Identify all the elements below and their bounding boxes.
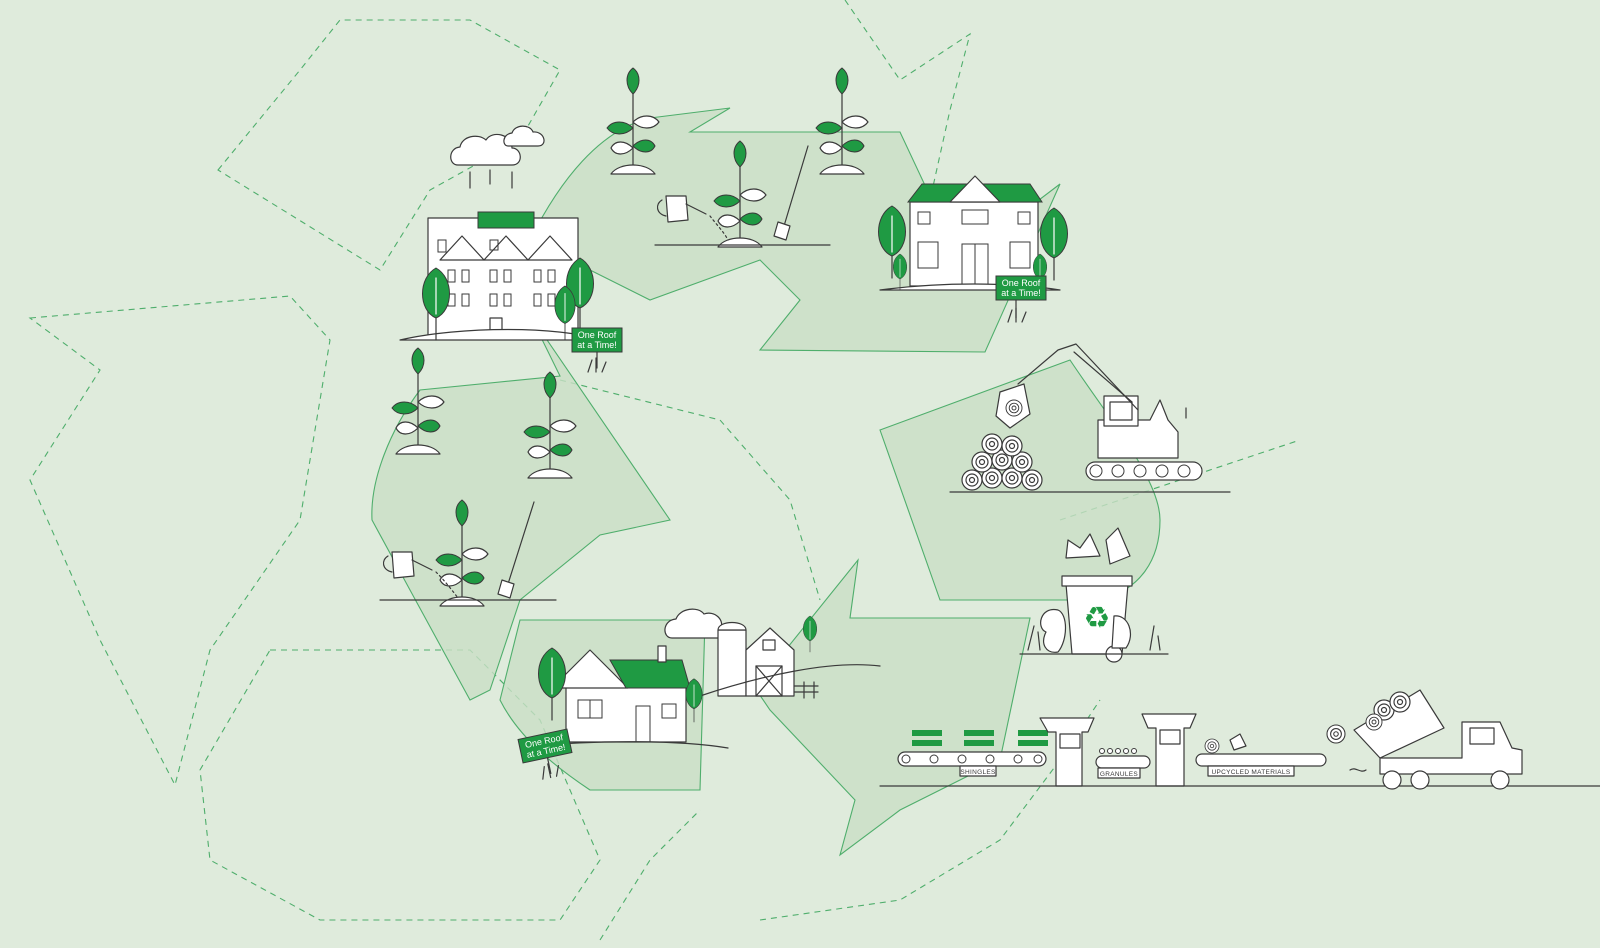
dashed-background-recycle-outline bbox=[28, 0, 1301, 941]
shovel-top bbox=[773, 145, 809, 241]
excavator bbox=[995, 343, 1203, 481]
arrow-bottom-right bbox=[754, 558, 1031, 857]
watering-can-left bbox=[382, 551, 459, 599]
label-upcycled-materials: UPCYCLED MATERIALS bbox=[1212, 769, 1291, 776]
shovel-left bbox=[497, 501, 535, 599]
barn bbox=[699, 621, 881, 699]
label-shingles: SHINGLES bbox=[960, 769, 996, 776]
conveyor-line: SHINGLES GRANULES UPCYCLED MATERIALS bbox=[879, 713, 1600, 787]
dump-truck bbox=[1349, 689, 1523, 790]
sign-left-line1: One Roof bbox=[578, 330, 617, 340]
tire-pile bbox=[949, 399, 1231, 493]
sign-right-line1: One Roof bbox=[1002, 278, 1041, 288]
recycle-icon: ♻ bbox=[1084, 601, 1111, 636]
sign-bottom: One Roof at a Time! bbox=[517, 728, 573, 780]
sign-right-line2: at a Time! bbox=[1001, 288, 1041, 298]
sign-right: One Roof at a Time! bbox=[995, 275, 1047, 323]
top-right-house bbox=[879, 175, 1061, 291]
label-granules: GRANULES bbox=[1100, 771, 1139, 778]
watering-can-top bbox=[656, 195, 729, 241]
bottom-cottage bbox=[529, 645, 729, 749]
recycling-bin: ♻ bbox=[1019, 527, 1169, 663]
rain-cloud bbox=[450, 125, 545, 189]
sign-left-line2: at a Time! bbox=[577, 340, 617, 350]
sign-left: One Roof at a Time! bbox=[571, 327, 623, 373]
